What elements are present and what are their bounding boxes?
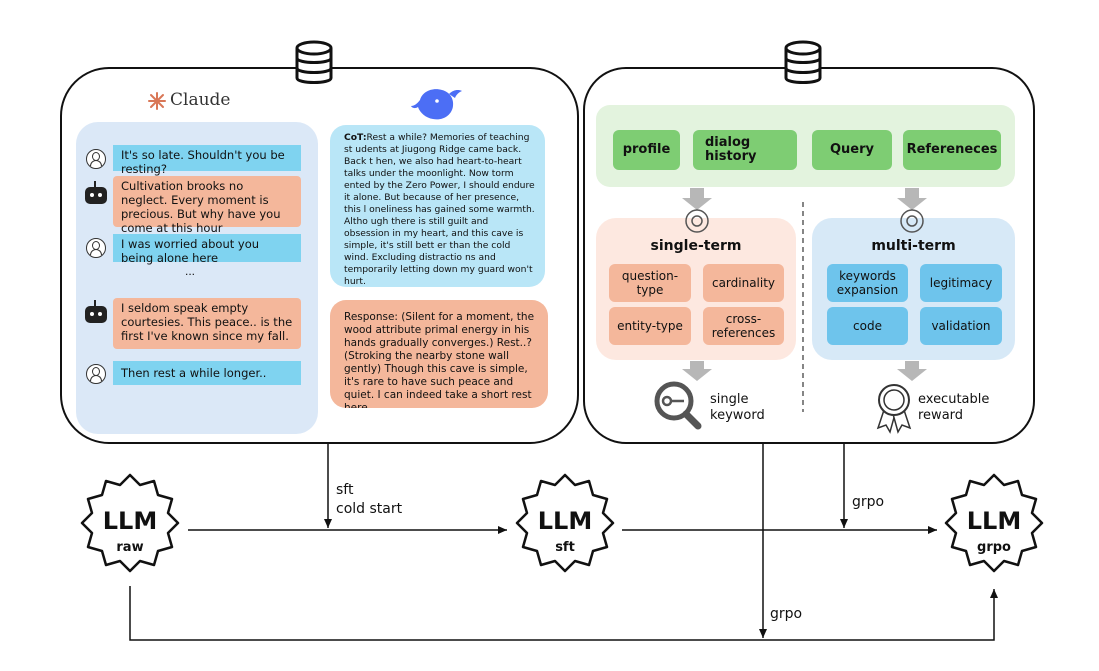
database-icon-right: [784, 40, 822, 84]
multi-term-item: validation: [920, 307, 1002, 345]
arrow-to-multi-term: [897, 188, 927, 210]
gray-arrows: [682, 188, 927, 381]
single-term-item: cardinality: [703, 264, 784, 302]
single-term-item: question-type: [609, 264, 691, 302]
input-chip-profile: profile: [613, 130, 680, 170]
input-chip-references: Refereneces: [903, 130, 1001, 170]
arrow-to-single-keyword: [682, 361, 712, 381]
magnifier-key-icon: [654, 381, 702, 430]
node-raw-title: LLM: [102, 507, 158, 535]
gear-small-icon-single: [685, 209, 709, 233]
single-keyword-label: single keyword: [710, 392, 765, 423]
chat-ellipsis: ...: [185, 264, 196, 278]
gear-grpo: [944, 473, 1044, 573]
multi-term-item: keywords expansion: [827, 264, 908, 302]
arrow-to-single-term: [682, 188, 712, 210]
claude-logo-icon: [148, 92, 166, 110]
input-chip-query: Query: [812, 130, 892, 170]
chat-message-user: It's so late. Shouldn't you be resting?: [113, 145, 301, 176]
robot-avatar-icon: [85, 300, 107, 323]
cot-bubble: CoT:Rest a while? Memories of teaching s…: [330, 125, 545, 287]
cot-label: CoT:: [344, 132, 367, 143]
edge-label-grpo-top: grpo: [852, 494, 885, 510]
gear-raw: [80, 473, 180, 573]
node-grpo-sub: grpo: [977, 540, 1011, 555]
single-term-title: single-term: [650, 238, 742, 254]
gear-small-icon-multi: [900, 209, 924, 233]
multi-term-title: multi-term: [871, 238, 956, 254]
edge-label-sft: sft: [336, 482, 354, 498]
chat-message-bot: I seldom speak empty courtesies. This pe…: [113, 298, 301, 349]
connectors: [129, 444, 998, 641]
claude-brand-label: Claude: [170, 90, 231, 110]
multi-term-item: legitimacy: [920, 264, 1002, 302]
award-ribbon-icon: [876, 384, 912, 434]
deepseek-whale-icon: [411, 89, 462, 120]
chat-message-user: I was worried about you being alone here: [113, 234, 301, 265]
robot-avatar-icon: [85, 181, 107, 204]
executable-reward-label: executable reward: [918, 392, 990, 423]
database-icon-left: [295, 40, 333, 84]
response-bubble: Response: (Silent for a moment, the wood…: [330, 300, 548, 408]
edge-raw-bottom-loop: [129, 586, 998, 641]
user-avatar-icon: [86, 238, 106, 258]
user-avatar-icon: [86, 149, 106, 169]
user-avatar-icon: [86, 364, 106, 384]
node-sft-sub: sft: [555, 540, 575, 555]
gear-sft: [515, 473, 615, 573]
edge-label-cold-start: cold start: [336, 501, 403, 517]
input-chip-dialog-history: dialog history: [693, 130, 797, 170]
chat-message-bot: Cultivation brooks no neglect. Every mom…: [113, 176, 301, 235]
chat-message-user: Then rest a while longer..: [113, 361, 301, 385]
node-raw-sub: raw: [116, 540, 144, 555]
node-sft-title: LLM: [537, 507, 593, 535]
node-grpo-title: LLM: [966, 507, 1022, 535]
cot-text: Rest a while? Memories of teaching st ud…: [344, 132, 535, 287]
multi-term-item: code: [827, 307, 908, 345]
arrow-to-executable-reward: [897, 361, 927, 381]
edge-label-grpo-bottom: grpo: [770, 606, 803, 622]
single-term-item: entity-type: [609, 307, 691, 345]
single-term-item: cross-references: [703, 307, 784, 345]
